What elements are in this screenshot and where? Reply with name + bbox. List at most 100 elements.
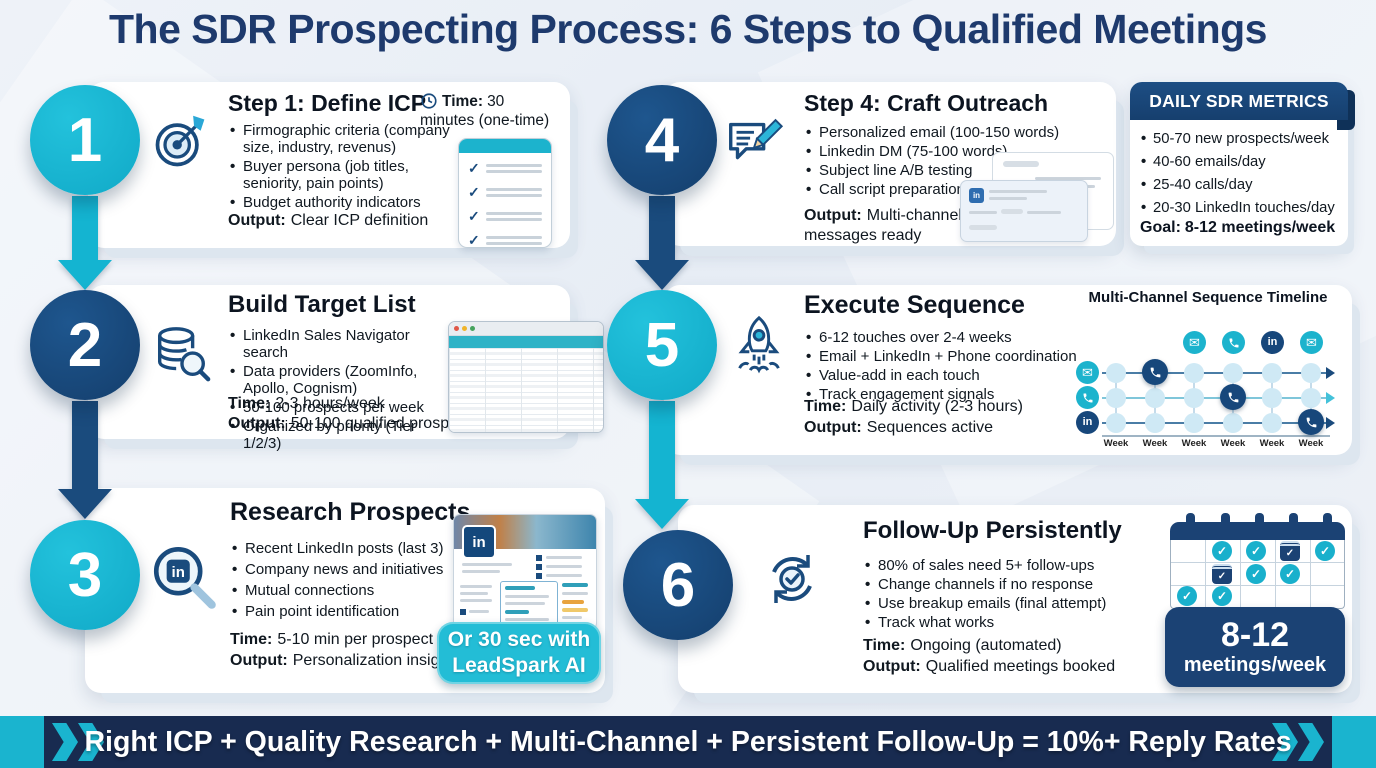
step-bullet-list: 6-12 touches over 2-4 weeks Email + Link… bbox=[804, 329, 1144, 405]
week-label: Week bbox=[1103, 438, 1129, 449]
badge-line: Or 30 sec with bbox=[447, 628, 591, 651]
email-icon bbox=[1076, 361, 1099, 384]
step-output: Output:50-100 qualified prospects bbox=[228, 415, 479, 432]
metrics-list: 50-70 new prospects/week 40-60 emails/da… bbox=[1130, 128, 1348, 220]
spreadsheet-graphic bbox=[448, 321, 604, 433]
step-2-number: 2 bbox=[30, 290, 140, 400]
step-3-number: 3 bbox=[30, 520, 140, 630]
daily-metrics-panel: DAILY SDR METRICS 50-70 new prospects/we… bbox=[1130, 82, 1355, 246]
window-dot-yellow bbox=[462, 326, 467, 331]
metric-item: 25-40 calls/day bbox=[1140, 174, 1340, 197]
calendar-check-icon bbox=[1177, 586, 1197, 606]
step-1-number: 1 bbox=[30, 85, 140, 195]
bullet-item: Call script preparation bbox=[804, 181, 1094, 198]
step-title: Build Target List bbox=[228, 291, 416, 318]
bullet-item: Use breakup emails (final attempt) bbox=[863, 595, 1163, 612]
bullet-item: 50-100 prospects per week bbox=[228, 399, 453, 416]
step-4-number: 4 bbox=[607, 85, 717, 195]
step-bullet-list: Personalized email (100-150 words) Linke… bbox=[804, 124, 1094, 200]
email-icon bbox=[1300, 331, 1323, 354]
step-6-number: 6 bbox=[623, 530, 733, 640]
step-output: Output:Clear ICP definition bbox=[228, 212, 429, 229]
bullet-item: Data providers (ZoomInfo, Apollo, Cognis… bbox=[228, 363, 453, 397]
step-bullet-list: 80% of sales need 5+ follow-ups Change c… bbox=[863, 557, 1163, 633]
bullet-item: LinkedIn Sales Navigator search bbox=[228, 327, 453, 361]
bullet-item: Change channels if no response bbox=[863, 576, 1163, 593]
checklist-graphic: ✓ ✓ ✓ ✓ bbox=[458, 138, 552, 248]
step-output: Output:Personalization insights bbox=[230, 652, 461, 669]
phone-icon bbox=[1222, 331, 1245, 354]
messages-graphic: in bbox=[960, 152, 1114, 242]
bullet-item: Linkedin DM (75-100 words) bbox=[804, 143, 1094, 160]
week-label: Week bbox=[1181, 438, 1207, 449]
step-output: Output:Sequences active bbox=[804, 419, 994, 436]
step-title: Research Prospects bbox=[230, 498, 471, 526]
bullet-item: 80% of sales need 5+ follow-ups bbox=[863, 557, 1163, 574]
bullet-item: Track engagement signals bbox=[804, 386, 1144, 403]
phone-icon bbox=[1220, 384, 1246, 410]
banner-text: Right ICP + Quality Research + Multi-Cha… bbox=[84, 725, 1292, 758]
week-label: Week bbox=[1220, 438, 1246, 449]
bullet-item: Firmographic criteria (company size, ind… bbox=[228, 122, 466, 156]
step-3-card: in Research Prospects Recent LinkedIn po… bbox=[85, 488, 605, 693]
linkedin-icon: in bbox=[462, 525, 496, 559]
step-bullet-list: Recent LinkedIn posts (last 3) Company n… bbox=[230, 540, 460, 624]
metric-item: 40-60 emails/day bbox=[1140, 151, 1340, 174]
leadspark-badge: Or 30 sec with LeadSpark AI bbox=[437, 622, 601, 684]
check-icon: ✓ bbox=[468, 232, 480, 248]
clock-icon bbox=[421, 93, 437, 109]
calendar-check-icon bbox=[1212, 586, 1232, 606]
calendar-event-icon bbox=[1212, 564, 1232, 584]
bullet-item: Value-add in each touch bbox=[804, 367, 1144, 384]
step-time: Time:Ongoing (automated) bbox=[863, 637, 1062, 654]
week-label: Week bbox=[1142, 438, 1168, 449]
target-icon bbox=[150, 112, 210, 177]
bullet-item: Recent LinkedIn posts (last 3) bbox=[230, 540, 460, 557]
linkedin-icon bbox=[1261, 331, 1284, 354]
step-time: Time:5-10 min per prospect bbox=[230, 631, 434, 648]
window-dot-red bbox=[454, 326, 459, 331]
bullet-item: Email + LinkedIn + Phone coordination bbox=[804, 348, 1144, 365]
step-output: Output:Multi-channel messages ready bbox=[804, 207, 962, 244]
arrow-down-icon bbox=[58, 401, 112, 519]
step-4-card: Step 4: Craft Outreach Personalized emai… bbox=[664, 82, 1116, 246]
bullet-item: Pain point identification bbox=[230, 603, 460, 620]
bullet-item: 6-12 touches over 2-4 weeks bbox=[804, 329, 1144, 346]
calendar-check-icon bbox=[1315, 541, 1335, 561]
step-time: Time:2-3 hours/week bbox=[228, 395, 385, 412]
bullet-item: Budget authority indicators bbox=[228, 194, 466, 211]
arrow-right-icon bbox=[1326, 367, 1335, 379]
step-time: Time:30 minutes (one-time) bbox=[420, 93, 550, 129]
arrow-right-icon bbox=[1326, 417, 1335, 429]
rocket-icon bbox=[728, 313, 790, 380]
check-icon: ✓ bbox=[468, 160, 480, 176]
metric-item: 50-70 new prospects/week bbox=[1140, 128, 1340, 151]
calendar-check-icon bbox=[1246, 564, 1266, 584]
bullet-item: Track what works bbox=[863, 614, 1163, 631]
check-icon: ✓ bbox=[468, 208, 480, 224]
linkedin-profile-graphic: in bbox=[453, 514, 597, 630]
arrow-down-icon bbox=[635, 401, 689, 529]
email-icon bbox=[1183, 331, 1206, 354]
linkedin-icon: in bbox=[969, 188, 984, 203]
week-label: Week bbox=[1298, 438, 1324, 449]
bullet-item: Buyer persona (job titles, seniority, pa… bbox=[228, 158, 466, 192]
step-5-card: Execute Sequence 6-12 touches over 2-4 w… bbox=[664, 285, 1352, 455]
refresh-check-icon bbox=[760, 547, 824, 616]
window-dot-green bbox=[470, 326, 475, 331]
calendar-check-icon bbox=[1246, 541, 1266, 561]
message-pencil-icon bbox=[722, 112, 784, 179]
bullet-item: Subject line A/B testing bbox=[804, 162, 1094, 179]
step-output: Output:Qualified meetings booked bbox=[863, 658, 1116, 675]
timeline-title: Multi-Channel Sequence Timeline bbox=[1088, 289, 1328, 306]
metrics-header: DAILY SDR METRICS bbox=[1130, 82, 1348, 120]
bullet-item: Mutual connections bbox=[230, 582, 460, 599]
arrow-down-icon bbox=[58, 196, 112, 290]
arrow-down-icon bbox=[635, 196, 689, 290]
calendar-check-icon bbox=[1280, 564, 1300, 584]
bullet-item: Personalized email (100-150 words) bbox=[804, 124, 1094, 141]
calendar-graphic bbox=[1170, 513, 1345, 609]
step-title: Step 1: Define ICP bbox=[228, 90, 427, 116]
step-2-card: Build Target List LinkedIn Sales Navigat… bbox=[88, 285, 604, 452]
step-title: Follow-Up Persistently bbox=[863, 517, 1122, 544]
